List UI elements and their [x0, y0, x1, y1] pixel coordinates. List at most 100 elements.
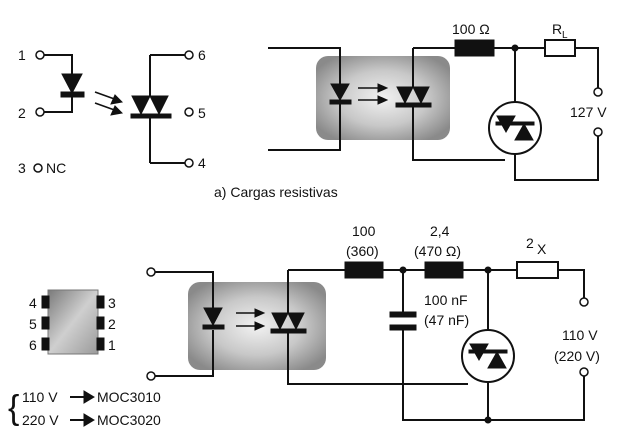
opto-triac-b-right-icon [287, 312, 305, 331]
terminal-b-top [579, 297, 589, 307]
dip-label-2: 2 [108, 316, 116, 332]
diac-right-icon [149, 95, 169, 116]
snubber-and-return-wires [402, 270, 585, 421]
pin-3-terminal [33, 163, 43, 173]
dip-pin-4 [41, 295, 50, 309]
dip-package: 4 5 6 3 2 1 [29, 289, 116, 355]
legend-arrow-1-icon [83, 390, 95, 404]
circuit-a: 100 Ω R L 127 V a) Cargas resistivas [214, 21, 607, 200]
dip-pin-1 [96, 337, 105, 351]
dip-label-1: 1 [108, 337, 116, 353]
pin-6-terminal [184, 50, 194, 60]
light-arrows-a-icon [358, 83, 389, 105]
dip-pin-2 [96, 316, 105, 330]
resistor-2-4 [424, 261, 464, 279]
resistor-2-4-label: 2,4 [430, 223, 450, 239]
legend-moc3010: MOC3010 [97, 389, 161, 405]
dip-pin-3 [96, 295, 105, 309]
led-b-icon [203, 307, 223, 327]
capacitor-100nf-label: 100 nF [424, 292, 468, 308]
voltage-220-label: (220 V) [554, 348, 600, 364]
dip-label-3: 3 [108, 295, 116, 311]
power-triac-b [461, 329, 515, 383]
load-rl-label: R [552, 21, 562, 37]
dip-label-6: 6 [29, 337, 37, 353]
light-arrows-icon [94, 91, 124, 116]
nc-label: NC [46, 160, 66, 176]
power-triac-a [488, 101, 542, 155]
power-triac-b-bar [468, 349, 508, 354]
pin-3-label: 3 [18, 160, 26, 176]
capacitor-plate-bottom [389, 324, 417, 331]
input-b-terminal-bottom [146, 371, 156, 381]
circuit-b: 100 (360) 2,4 (470 Ω) 2 X 100 nF (47 nF)… [146, 223, 600, 424]
terminal-a-bottom [593, 127, 603, 137]
dip-pin-5 [41, 316, 50, 330]
capacitor-47nf-label: (47 nF) [424, 312, 469, 328]
pin-4-terminal [184, 158, 194, 168]
voltage-127-label: 127 V [570, 104, 607, 120]
resistor-470-label: (470 Ω) [414, 243, 461, 259]
legend-moc3020: MOC3020 [97, 412, 161, 428]
voltage-110-label: 110 V [562, 327, 598, 343]
load-2x-label: 2 [526, 235, 534, 251]
load-rl-subscript: L [562, 30, 568, 41]
pin-4-label: 4 [198, 155, 206, 171]
power-triac-a-right-icon [514, 122, 534, 141]
led-a-bar [329, 99, 352, 105]
led-a-icon [330, 83, 350, 102]
resistor-100-label: 100 [352, 223, 376, 239]
resistor-360-label: (360) [346, 243, 379, 259]
legend-220-voltage: 220 V [22, 412, 59, 428]
legend-arrow-2-icon [83, 413, 95, 427]
top-rail-a [413, 47, 599, 88]
load-rl [544, 39, 576, 57]
moc-pinout-symbol: 1 2 6 5 4 3 NC [18, 47, 206, 176]
dip-pin-6 [41, 337, 50, 351]
led-bar [60, 91, 85, 98]
part-legend: { 110 V MOC3010 220 V MOC3020 [8, 389, 161, 428]
pin-5-terminal [184, 107, 194, 117]
diac-left-icon [131, 95, 151, 116]
capacitor-plate-top [389, 311, 417, 318]
dip-label-4: 4 [29, 295, 37, 311]
opto-triac-b-wires [287, 270, 468, 385]
opto-triac-b-left-icon [271, 312, 289, 331]
pin-2-label: 2 [18, 105, 26, 121]
pin-1-terminal [35, 50, 45, 60]
input-b-terminal-top [146, 267, 156, 277]
opto-triac-a-left-icon [396, 86, 414, 105]
dip-label-5: 5 [29, 316, 37, 332]
pin-2-terminal [35, 107, 45, 117]
load-2x-subscript: X [537, 241, 547, 257]
pin-6-label: 6 [198, 47, 206, 63]
load-2x [516, 261, 559, 279]
legend-110-voltage: 110 V [22, 389, 58, 405]
terminal-b-bottom [579, 367, 589, 377]
light-arrows-b-icon [236, 308, 266, 331]
opto-triac-b-bar [270, 328, 307, 334]
opto-triac-a-bar [395, 102, 432, 108]
resistor-100-ohm [454, 39, 495, 57]
resistor-100-ohm-label: 100 Ω [452, 21, 490, 37]
terminal-a-top [593, 87, 603, 97]
input-wires-b [155, 271, 214, 377]
led-wires [44, 54, 73, 113]
bottom-rail-a [514, 136, 599, 181]
diac-bar [130, 113, 172, 119]
caption-cargas-resistivas: a) Cargas resistivas [214, 184, 338, 200]
input-wires-a [268, 47, 341, 151]
opto-triac-a-wires [412, 48, 505, 161]
power-triac-a-bar [495, 121, 535, 126]
opto-triac-a-right-icon [412, 86, 430, 105]
legend-brace: { [8, 389, 19, 427]
resistor-100 [344, 261, 384, 279]
led-diode-icon [61, 73, 83, 95]
dip-body [47, 289, 99, 355]
junction-b-bottom [484, 416, 492, 424]
led-b-bar [202, 324, 225, 330]
pin-5-label: 5 [198, 105, 206, 121]
power-triac-b-right-icon [487, 350, 507, 369]
